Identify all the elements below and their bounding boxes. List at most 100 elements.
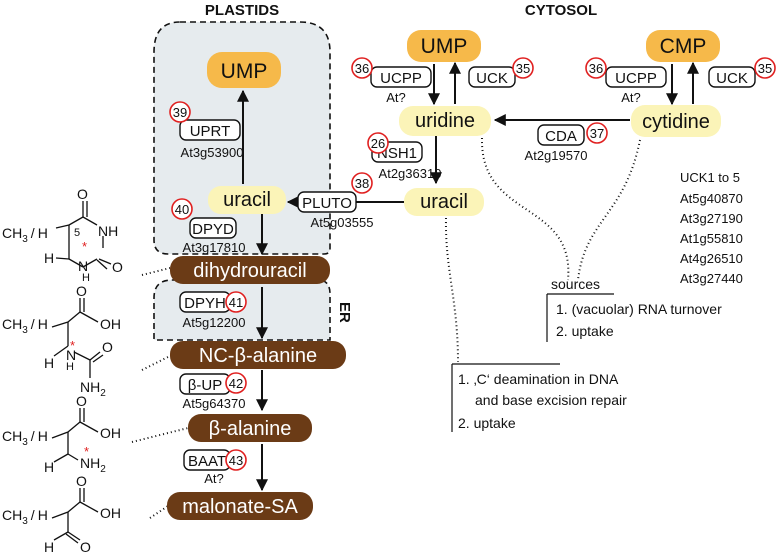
enzyme-uck-right: UCK — [716, 70, 748, 87]
sources-box: sources 1. (vacuolar) RNA turnover 2. up… — [546, 276, 722, 342]
o-label-4: O — [76, 473, 87, 489]
o-label-1: O — [77, 186, 88, 202]
ch3-subscript-3: 3 — [22, 437, 28, 448]
metabolite-uracil-cytosol: uracil — [420, 191, 468, 213]
svg-text:CH3/H: CH3/H — [2, 225, 48, 245]
structure-link-beta-alanine — [131, 427, 189, 443]
n-label-1: N — [78, 258, 88, 274]
enzyme-uck-left: UCK — [476, 70, 508, 87]
metabolite-uracil-plastid: uracil — [223, 189, 271, 211]
badge-41: 41 — [229, 295, 243, 310]
structure-nc-beta-alanine-labels: CH3/H O OH H N * H O NH2 — [2, 283, 121, 399]
stereo-mark-3: * — [84, 444, 89, 459]
uck-gene-title: UCK1 to 5 — [680, 170, 740, 185]
nh-label-1: NH — [98, 223, 118, 239]
h-label-3: H — [38, 428, 48, 444]
uracil-source-link — [444, 217, 459, 363]
uck-gene-list: UCK1 to 5 At5g40870 At3g27190 At1g55810 … — [680, 170, 743, 286]
h-label-1b: H — [44, 250, 54, 266]
nh-label-1b: N — [78, 258, 88, 274]
o-label-2b: O — [102, 339, 113, 355]
enzyme-dpyd: DPYD — [192, 221, 234, 238]
svg-text:NH2: NH2 — [80, 379, 106, 399]
stereo-mark-1: * — [82, 239, 87, 254]
enzyme-pluto: PLUTO — [302, 195, 352, 212]
oh-label-2: OH — [100, 316, 121, 332]
h-label-4: H — [38, 507, 48, 523]
h-label-2b: H — [44, 355, 54, 371]
o-label-4b: O — [80, 539, 91, 555]
enzyme-ucpp-left: UCPP — [380, 70, 422, 87]
badge-42: 42 — [229, 376, 243, 391]
metabolite-malonate-sa: malonate-SA — [182, 496, 298, 518]
h-label-3b: H — [44, 459, 54, 475]
structure-malonate-sa — [51, 488, 99, 544]
ch3-subscript-4: 3 — [22, 516, 28, 527]
h-label-2c: H — [66, 361, 74, 373]
ch3-label-4: CH — [2, 507, 22, 523]
gene-cda: At2g19570 — [525, 148, 588, 163]
badge-36-left: 36 — [355, 61, 369, 76]
structure-malonate-sa-labels: CH3/H O OH H O — [2, 473, 121, 555]
h-label-2: H — [38, 316, 48, 332]
enzyme-beta-up: β-UP — [188, 377, 222, 394]
badge-37: 37 — [590, 126, 604, 141]
o-label-1b: O — [112, 259, 123, 275]
metabolite-cytidine: cytidine — [642, 111, 710, 133]
ch3-slash-2: / — [31, 316, 35, 332]
gene-dpyh: At5g12200 — [183, 315, 246, 330]
uracil-source-line-3: 2. uptake — [458, 415, 516, 431]
oh-label-4: OH — [100, 505, 121, 521]
structure-dihydrouracil — [55, 201, 112, 270]
structure-dihydrouracil-labels: CH3/H H 5 O NH N H * O — [2, 186, 123, 284]
enzyme-uprt: UPRT — [190, 123, 231, 140]
uck-gene-2: At3g27190 — [680, 211, 743, 226]
nh2-subscript-2: 2 — [100, 388, 106, 399]
o-label-2: O — [76, 283, 87, 299]
svg-text:CH3/H: CH3/H — [2, 316, 48, 336]
h-label-1: H — [38, 225, 48, 241]
sources-item-1: 1. (vacuolar) RNA turnover — [556, 301, 722, 317]
metabolite-nc-beta-alanine: NC-β-alanine — [199, 345, 317, 367]
n-label-2: N — [66, 347, 76, 363]
uracil-source-line-1: 1. ‚C‘ deamination in DNA — [458, 371, 619, 387]
structure-link-dihydrouracil — [141, 267, 171, 276]
nh2-label-3: NH — [80, 455, 100, 471]
stereo-mark-2: * — [70, 338, 75, 353]
badge-36-right: 36 — [589, 61, 603, 76]
gene-pluto: At5g03555 — [311, 215, 374, 230]
structure-beta-alanine — [51, 408, 99, 463]
enzyme-dpyh: DPYH — [184, 295, 226, 312]
gene-uprt: At3g53900 — [181, 145, 244, 160]
oh-label-3: OH — [100, 425, 121, 441]
ch3-label-2: CH — [2, 316, 22, 332]
ch3-label-1: CH — [2, 225, 22, 241]
sources-link-cytidine — [577, 139, 641, 281]
dotted-connectors — [131, 137, 641, 519]
sources-title: sources — [551, 276, 600, 292]
uracil-sources-box: 1. ‚C‘ deamination in DNA and base excis… — [451, 363, 627, 432]
position-5-label: 5 — [74, 227, 80, 239]
ch3-subscript-1: 3 — [22, 234, 28, 245]
gene-nsh1: At2g36310 — [379, 166, 442, 181]
ch3-slash-1: / — [31, 225, 35, 241]
gene-dpyd: At3g17810 — [183, 240, 246, 255]
metabolite-cmp: CMP — [660, 35, 707, 58]
gene-baat: At? — [204, 471, 224, 486]
uck-gene-5: At3g27440 — [680, 271, 743, 286]
enzyme-ucpp-right: UCPP — [615, 70, 657, 87]
svg-text:NH2: NH2 — [80, 455, 106, 475]
svg-text:CH3/H: CH3/H — [2, 507, 48, 527]
gene-beta-up: At5g64370 — [183, 396, 246, 411]
metabolite-ump-cytosol: UMP — [421, 35, 468, 58]
h-label-1c: H — [82, 272, 90, 284]
sources-item-2: 2. uptake — [556, 323, 614, 339]
gene-ucpp-left: At? — [386, 90, 406, 105]
badge-40: 40 — [175, 202, 189, 217]
svg-text:CH3/H: CH3/H — [2, 428, 48, 448]
enzyme-nsh1: NSH1 — [377, 145, 417, 162]
cytosol-header: CYTOSOL — [525, 2, 597, 19]
structure-nc-beta-alanine — [51, 298, 104, 378]
ch3-slash-3: / — [31, 428, 35, 444]
